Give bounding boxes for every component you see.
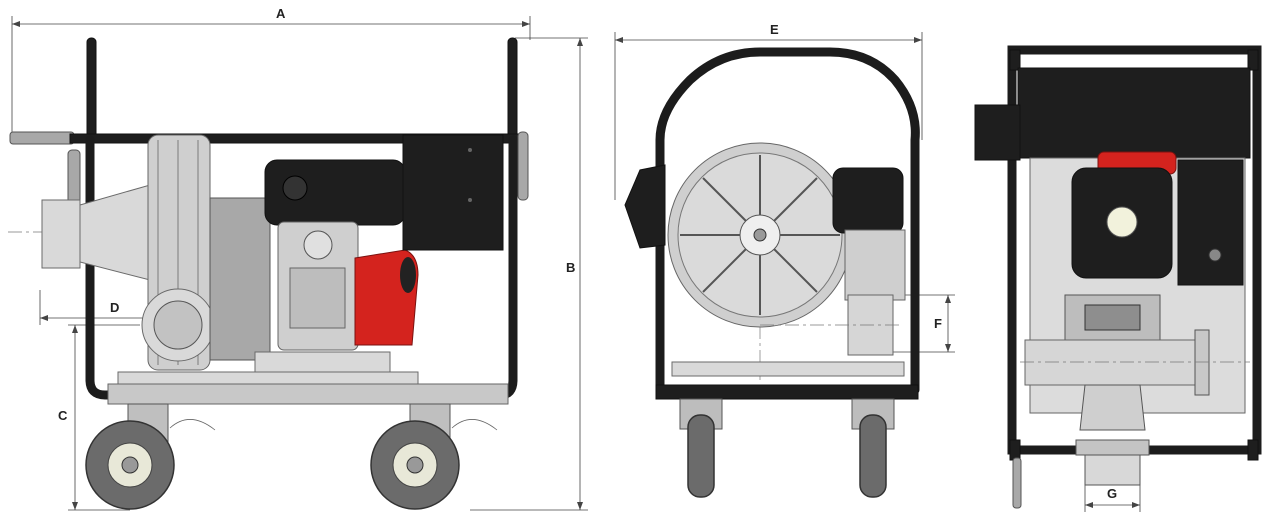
wheel-left [85,420,175,510]
dimension-label-f: F [934,316,942,331]
dimension-a: A [11,6,531,135]
dimension-label-a: A [276,6,286,21]
grip-left [9,131,75,145]
top-grip-left [1012,457,1022,509]
engine-mount [254,351,391,373]
dimension-label-b: B [566,260,575,275]
control-box [402,134,504,251]
chassis-bottom [107,383,509,405]
base-plate [117,371,419,385]
front-view: E F [614,22,955,498]
handle-post-right [507,37,518,139]
wheel-right [370,420,460,510]
front-base [671,361,905,377]
front-side-panel [624,164,666,249]
dimension-label-g: G [1107,486,1117,501]
dimension-label-c: C [58,408,68,423]
top-control-panel [1017,67,1251,159]
front-engine-body [844,229,906,301]
top-outlet-pipe [1084,454,1141,486]
inlet-flange [41,199,81,269]
dimension-b: B [470,37,588,511]
front-handle-loop [655,47,920,395]
front-caster-right [851,398,895,498]
front-fuel-tank [832,167,904,234]
bumper-left [67,149,81,206]
front-caster-left [679,398,723,498]
drive-shroud [209,197,271,361]
front-bottom-rail [655,384,919,400]
dimension-c: C [58,324,140,511]
bumper-right [517,131,529,201]
top-air-filter [1177,159,1244,286]
dimension-e: E [614,22,923,200]
handle-post-left [86,37,97,139]
top-blower-duct [1024,339,1201,386]
top-outlet-cone [1079,384,1146,431]
blower-wheel [667,142,853,328]
top-side-box [974,104,1021,161]
dimension-label-d: D [110,300,119,315]
dimension-label-e: E [770,22,779,37]
side-view: A B C D [8,6,588,511]
top-view: G [974,45,1262,512]
